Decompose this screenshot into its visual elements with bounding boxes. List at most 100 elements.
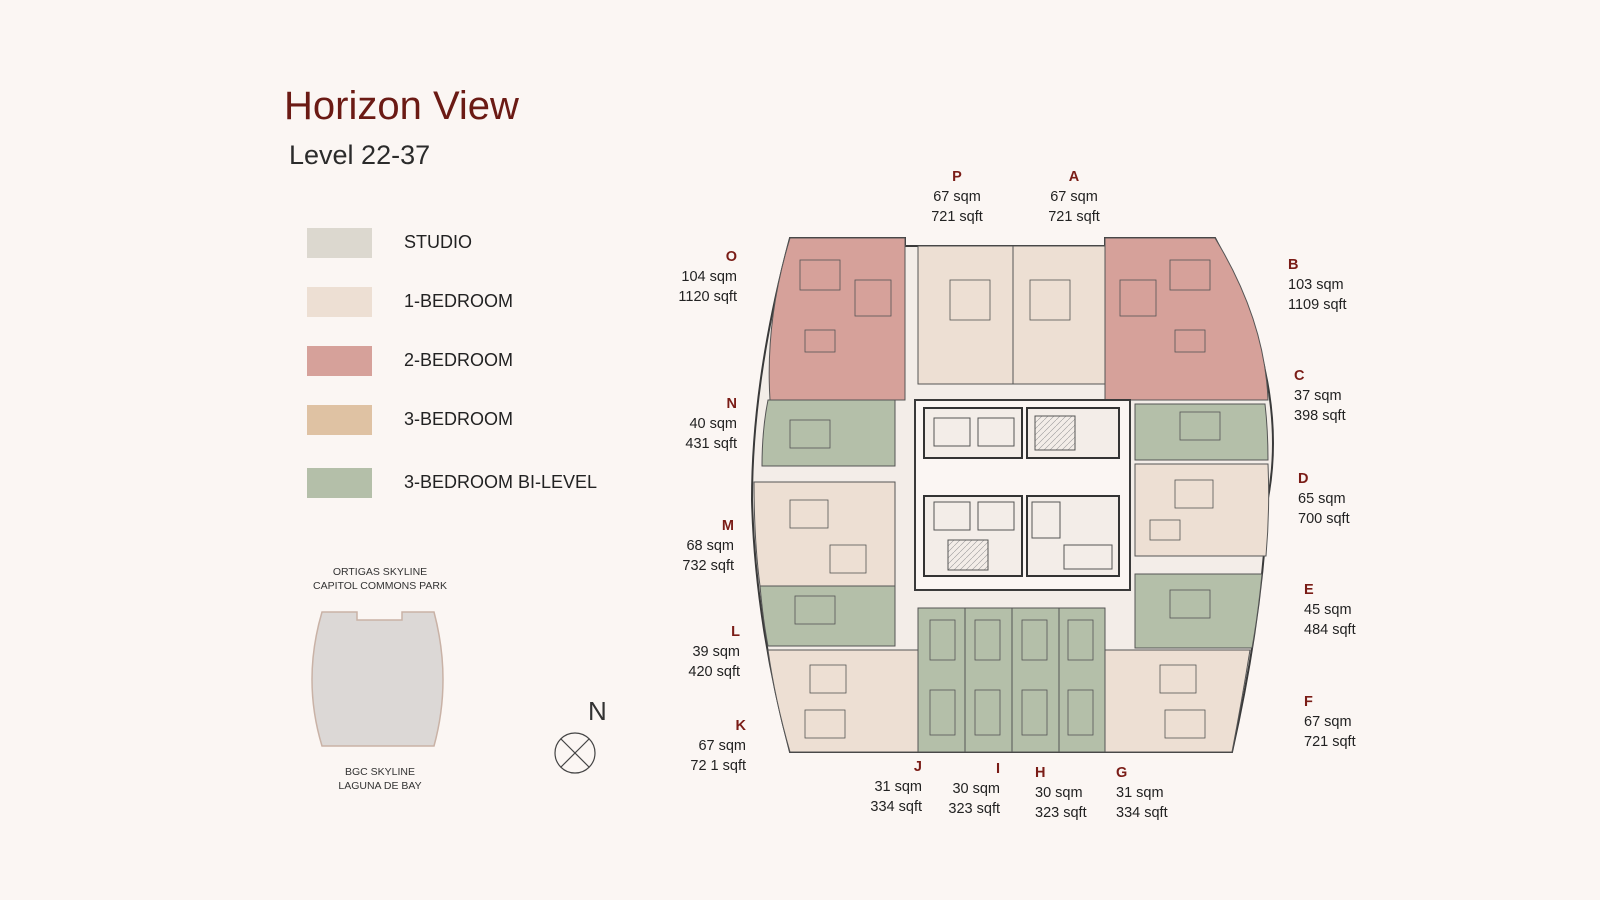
unit-letter: O [725,249,737,265]
unit-label-n: N 40 sqm 431 sqft [637,394,737,454]
unit-l [759,585,896,647]
unit-k [767,649,919,753]
legend-label: 1-BEDROOM [404,291,514,311]
legend-swatch [307,287,372,317]
unit-letter: E [1304,582,1314,598]
unit-label-g: G 31 sqm 334 sqft [1116,763,1216,823]
unit-label-b: B 103 sqm 1109 sqft [1288,255,1388,315]
unit-sqm: 31 sqm [1116,785,1164,801]
legend-label: STUDIO [404,232,473,252]
orientation-text: ORTIGAS SKYLINE [332,566,428,578]
unit-label-f: F 67 sqm 721 sqft [1304,692,1404,752]
unit-sqm: 67 sqm [933,189,981,205]
unit-label-j: J 31 sqm 334 sqft [822,757,922,817]
unit-sqft: 398 sqft [1294,408,1346,424]
unit-sqm: 39 sqm [692,644,740,660]
legend-swatch [307,228,372,258]
orientation-text: BGC SKYLINE [344,766,416,778]
unit-sqft: 721 sqft [931,209,983,225]
unit-letter: H [1035,765,1046,781]
unit-letter: I [995,761,1000,777]
unit-label-e: E 45 sqm 484 sqft [1304,580,1404,640]
unit-h [1011,607,1060,753]
unit-j [917,607,966,753]
unit-sqft: 721 sqft [1048,209,1100,225]
unit-label-i: I 30 sqm 323 sqft [900,759,1000,819]
unit-a [1012,245,1106,385]
unit-letter: B [1288,257,1299,273]
unit-m [753,481,896,587]
unit-label-l: L 39 sqm 420 sqft [640,622,740,682]
legend-item-1-bedroom: 1-BEDROOM [307,287,637,317]
unit-p [917,245,1014,385]
unit-sqm: 67 sqm [1304,714,1352,730]
unit-label-k: K 67 sqm 72 1 sqft [646,716,746,776]
legend-label: 2-BEDROOM [404,350,514,370]
orientation-top-label: ORTIGAS SKYLINE CAPITOL COMMONS PARK [300,565,460,593]
north-label: N [588,696,607,726]
unit-label-a: A 67 sqm 721 sqft [1024,167,1124,227]
unit-o [768,237,906,401]
unit-b [1104,237,1269,401]
unit-sqm: 67 sqm [1050,189,1098,205]
unit-letter: G [1116,765,1128,781]
compass-icon [554,732,596,774]
unit-sqft: 72 1 sqft [690,758,746,774]
unit-label-p: P 67 sqm 721 sqft [907,167,1007,227]
page-subtitle: Level 22-37 [289,140,431,170]
orientation-text: CAPITOL COMMONS PARK [313,580,447,592]
unit-sqm: 40 sqm [689,416,737,432]
unit-sqm: 68 sqm [686,538,734,554]
legend-label: 3-BEDROOM BI-LEVEL [404,472,598,492]
unit-sqft: 323 sqft [948,801,1000,817]
unit-sqft: 484 sqft [1304,622,1356,638]
legend-swatch [307,346,372,376]
unit-letter: L [731,624,740,640]
legend-item-3-bedroom: 3-BEDROOM [307,405,637,435]
unit-sqft: 1120 sqft [678,289,737,305]
unit-label-d: D 65 sqm 700 sqft [1298,469,1398,529]
unit-sqft: 721 sqft [1304,734,1356,750]
unit-sqft: 334 sqft [1116,805,1168,821]
legend-item-studio: STUDIO [307,228,637,258]
unit-letter: M [721,518,734,534]
unit-letter: A [1068,169,1080,185]
unit-sqft: 431 sqft [685,436,737,452]
unit-sqft: 732 sqft [682,558,734,574]
unit-sqm: 30 sqm [1035,785,1083,801]
unit-sqft: 334 sqft [870,799,922,815]
unit-letter: N [726,396,737,412]
legend-swatch [307,468,372,498]
unit-letter: P [952,169,962,185]
unit-label-m: M 68 sqm 732 sqft [634,516,734,576]
page-title: Horizon View [284,84,519,128]
unit-label-c: C 37 sqm 398 sqft [1294,366,1394,426]
unit-label-o: O 104 sqm 1120 sqft [637,247,737,307]
unit-n [761,399,896,467]
unit-sqft: 1109 sqft [1288,297,1347,313]
unit-sqm: 103 sqm [1288,277,1344,293]
unit-sqm: 67 sqm [698,738,746,754]
unit-letter: J [913,759,922,775]
unit-sqft: 700 sqft [1298,511,1350,527]
unit-letter: D [1298,471,1309,487]
orientation-bottom-label: BGC SKYLINE LAGUNA DE BAY [300,765,460,793]
unit-sqm: 31 sqm [874,779,922,795]
tower-footprint-icon [311,611,444,747]
legend-item-2-bedroom: 2-BEDROOM [307,346,637,376]
unit-sqm: 30 sqm [952,781,1000,797]
unit-sqm: 45 sqm [1304,602,1352,618]
orientation-text: LAGUNA DE BAY [338,780,422,792]
unit-sqm: 65 sqm [1298,491,1346,507]
unit-c [1134,403,1269,461]
legend-swatch [307,405,372,435]
unit-e [1134,573,1263,649]
unit-sqm: 104 sqm [681,269,737,285]
unit-sqft: 323 sqft [1035,805,1087,821]
legend-label: 3-BEDROOM [404,409,514,429]
unit-letter: C [1294,368,1305,384]
unit-f [1104,649,1251,753]
unit-d [1134,463,1270,557]
unit-letter: F [1304,694,1313,710]
